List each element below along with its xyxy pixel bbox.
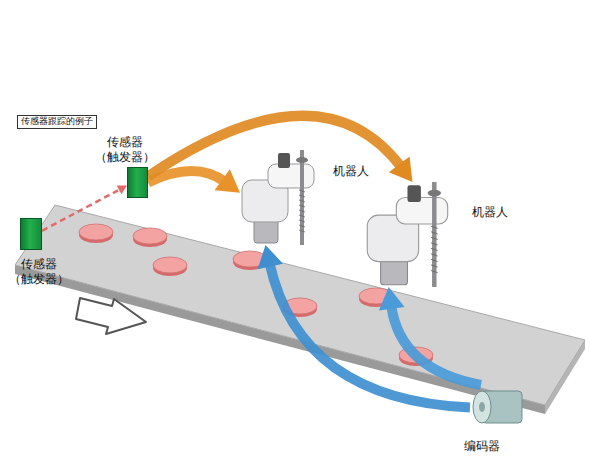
- arrow-head: [379, 287, 405, 311]
- workpiece: [153, 257, 187, 276]
- robot-shaft: [300, 150, 304, 245]
- shaft-thread: [431, 270, 438, 272]
- shaft-cap: [428, 190, 441, 197]
- arrow-head: [258, 245, 283, 269]
- encoder-face: [473, 391, 491, 423]
- connector-line: [391, 306, 481, 385]
- workpiece: [79, 224, 113, 243]
- shaft-thread: [431, 232, 438, 234]
- shaft-thread: [431, 237, 438, 239]
- title-box: 传感器跟踪的例子: [17, 115, 97, 129]
- sensor-node: 传感器 （触发器）: [127, 167, 148, 198]
- shaft-cap: [296, 157, 308, 163]
- robot-motor: [278, 153, 290, 168]
- shaft-thread: [299, 205, 305, 207]
- shaft-thread: [431, 265, 438, 267]
- node-label: 编码器: [464, 439, 500, 454]
- arrow-head: [215, 169, 240, 192]
- connector-line: [270, 263, 470, 407]
- encoder-shaft: [479, 402, 485, 412]
- shaft-thread: [299, 210, 305, 212]
- connector-arrow: [258, 245, 470, 408]
- shaft-thread: [431, 259, 438, 261]
- shaft-thread: [299, 230, 305, 232]
- robot-node: 机器人: [365, 182, 460, 287]
- arrow-head: [389, 157, 413, 182]
- shaft-thread: [299, 190, 305, 192]
- shaft-thread: [299, 195, 305, 197]
- shaft-thread: [299, 215, 305, 217]
- connector-line: [42, 189, 120, 231]
- shaft-thread: [299, 200, 305, 202]
- shaft-thread: [431, 248, 438, 250]
- robot-node: 机器人: [240, 150, 325, 245]
- sensor-node: 传感器 （触发器）: [20, 218, 42, 250]
- node-label: 传感器 （触发器）: [95, 135, 155, 165]
- shaft-thread: [431, 254, 438, 256]
- connector-arrow: [42, 185, 127, 230]
- robot-motor: [407, 185, 420, 202]
- belt-direction-arrow: [76, 298, 146, 334]
- shaft-thread: [431, 226, 438, 228]
- shaft-thread: [299, 220, 305, 222]
- shaft-thread: [431, 243, 438, 245]
- node-label: 机器人: [333, 164, 369, 179]
- encoder-node: 编码器: [470, 385, 525, 430]
- workpiece: [133, 228, 167, 247]
- robot-arm: [396, 197, 447, 224]
- arrow-head: [117, 185, 127, 194]
- connector-arrow: [379, 287, 481, 385]
- node-label: 机器人: [472, 205, 508, 220]
- shaft-thread: [299, 225, 305, 227]
- robot-graphic: [365, 182, 460, 287]
- robot-arm: [268, 164, 314, 188]
- robot-graphic: [240, 150, 325, 245]
- node-label: 传感器 （触发器）: [9, 257, 69, 287]
- encoder-graphic: [470, 385, 525, 430]
